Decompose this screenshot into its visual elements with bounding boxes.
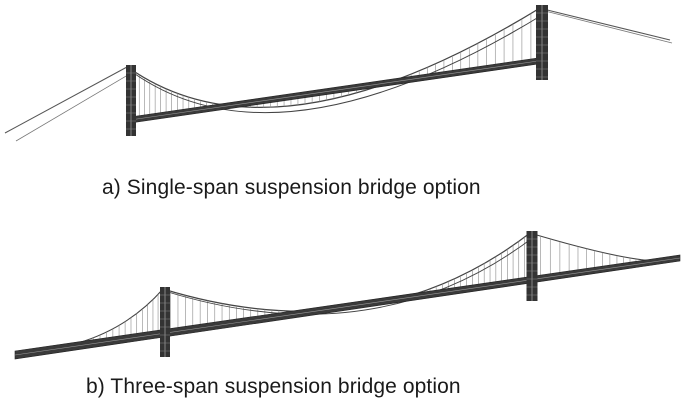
deck-edge-line bbox=[14, 257, 681, 356]
backstay-cable bbox=[538, 7, 671, 41]
caption-single-span: a) Single-span suspension bridge option bbox=[102, 176, 481, 199]
three-span-bridge-drawing bbox=[14, 231, 681, 360]
main-cable bbox=[162, 232, 531, 312]
backstay-cable bbox=[544, 10, 673, 44]
backstay-cable bbox=[4, 66, 128, 134]
single-span-bridge-drawing bbox=[4, 5, 673, 142]
bridge-deck bbox=[14, 254, 681, 360]
main-cable bbox=[167, 235, 536, 315]
backstay-cable bbox=[15, 71, 134, 142]
caption-three-span: b) Three-span suspension bridge option bbox=[86, 375, 461, 398]
main-cable bbox=[529, 232, 679, 262]
deck-edge-line bbox=[129, 59, 546, 121]
main-cable bbox=[134, 11, 548, 114]
